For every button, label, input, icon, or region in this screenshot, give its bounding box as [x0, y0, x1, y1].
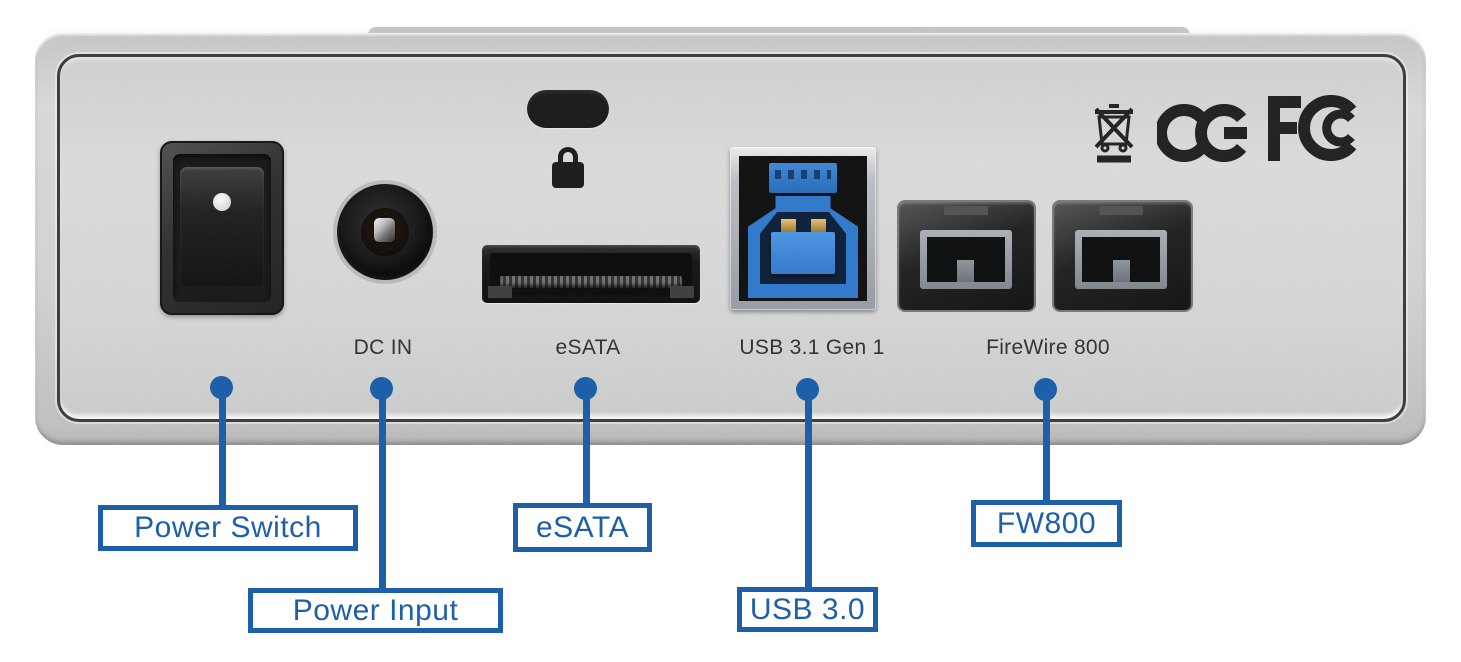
esata-port-tab-right: [670, 286, 694, 298]
callout-line: [805, 388, 812, 589]
callout-line: [1043, 388, 1050, 502]
firewire-port-2: [1054, 202, 1191, 310]
dc-in-jack: [337, 184, 433, 280]
ce-mark-icon: [1157, 104, 1247, 162]
esata-port-recess: [490, 253, 692, 295]
callout-box: USB 3.0: [737, 587, 878, 632]
callout-box: Power Input: [248, 588, 503, 633]
callout-label: Power Switch: [134, 511, 322, 544]
port-label-dc-in: DC IN: [353, 336, 413, 359]
fcc-mark-icon: [1268, 95, 1357, 161]
lock-icon: [552, 147, 584, 188]
callout-line: [583, 387, 590, 505]
esata-port: [482, 245, 700, 303]
callout-label: FW800: [996, 506, 1097, 540]
firewire-socket-tongue: [957, 260, 974, 282]
firewire-port-1: [899, 202, 1034, 310]
usb-b-contact-pin: [811, 219, 826, 232]
firewire-socket-tongue: [1113, 260, 1130, 282]
callout-line: [219, 386, 226, 507]
lock-body: [552, 162, 584, 188]
usb-b-top-connector: [769, 163, 837, 193]
usb-b-center-block: [771, 232, 835, 274]
callout-label: eSATA: [535, 510, 630, 544]
callout-line: [379, 387, 386, 590]
dc-in-jack-pin: [374, 218, 395, 242]
power-switch-dot: [213, 193, 231, 211]
callout-box: eSATA: [513, 503, 652, 552]
firewire-port-notch: [944, 206, 988, 215]
usb-b-top-pins: [775, 170, 831, 179]
usb-b-port-cavity: [739, 156, 867, 301]
callout-label: Power Input: [292, 593, 459, 627]
callout-box: Power Switch: [98, 505, 358, 551]
usb-b-port: [730, 147, 876, 310]
port-label-usb: USB 3.1 Gen 1: [739, 336, 885, 359]
kensington-lock-slot: [527, 90, 609, 128]
power-switch: [160, 141, 284, 315]
callout-box: FW800: [971, 500, 1122, 547]
esata-port-tab-left: [488, 286, 512, 298]
esata-port-blade: [500, 276, 682, 288]
weee-bin-icon: [1094, 104, 1134, 163]
port-label-esata: eSATA: [555, 336, 621, 359]
callout-label: USB 3.0: [749, 592, 866, 626]
firewire-port-notch: [1099, 206, 1143, 215]
usb-b-contact-pin: [781, 219, 796, 232]
power-switch-rocker: [180, 167, 264, 286]
port-label-firewire: FireWire 800: [986, 336, 1110, 359]
